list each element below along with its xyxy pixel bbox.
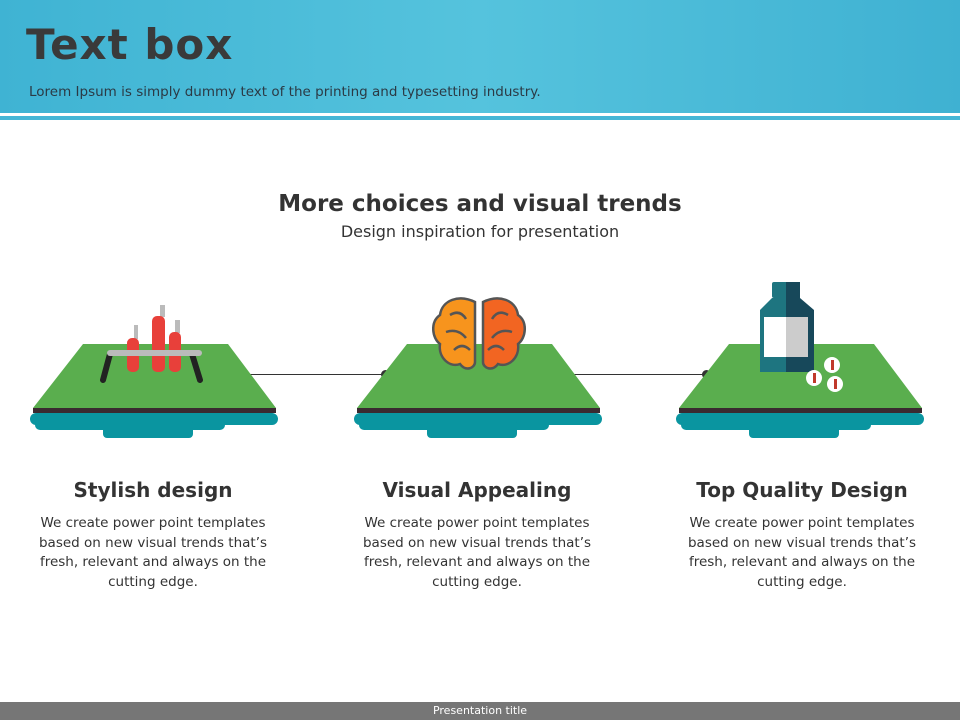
- connector-line: [570, 374, 708, 375]
- footer-bar: Presentation title: [0, 702, 960, 720]
- feature-stylish-design: Stylish design We create power point tem…: [13, 478, 293, 592]
- feature-visual-appealing: Visual Appealing We create power point t…: [337, 478, 617, 592]
- section-heading: More choices and visual trends: [278, 191, 682, 217]
- feature-text: We create power point templates based on…: [687, 515, 917, 590]
- feature-title: Stylish design: [73, 478, 233, 502]
- platform-brain: [354, 297, 602, 438]
- platform-medicine: [676, 282, 924, 438]
- feature-top-quality: Top Quality Design We create power point…: [662, 478, 942, 592]
- section-subheading: Design inspiration for presentation: [340, 222, 620, 241]
- feature-text: We create power point templates based on…: [38, 515, 268, 590]
- feature-text: We create power point templates based on…: [362, 515, 592, 590]
- connector-line: [247, 374, 385, 375]
- test-tubes-icon: [100, 305, 203, 383]
- footer-label: Presentation title: [432, 704, 528, 717]
- feature-title: Top Quality Design: [696, 478, 908, 502]
- medicine-bottle-icon: [760, 282, 843, 392]
- page-title: Text box: [26, 20, 234, 69]
- platform-test-tubes: [30, 305, 278, 438]
- page-subtitle: Lorem Ipsum is simply dummy text of the …: [29, 84, 541, 100]
- brain-icon: [432, 297, 526, 370]
- header-divider: [0, 116, 960, 120]
- feature-title: Visual Appealing: [382, 478, 572, 502]
- header-banner: [0, 0, 960, 113]
